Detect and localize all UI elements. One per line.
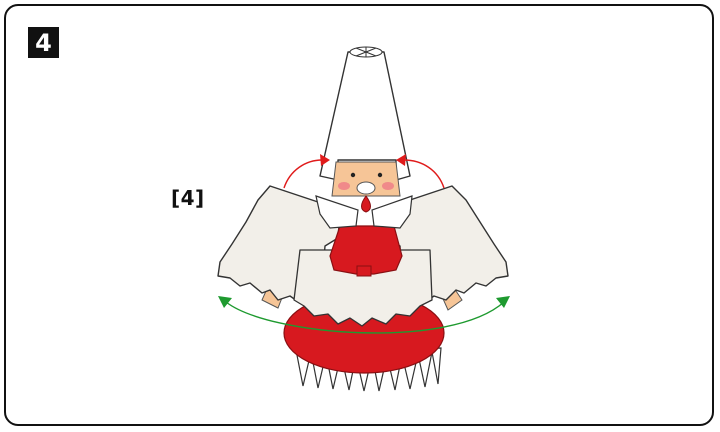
fold-arrow-right-icon [396, 154, 445, 189]
nose [356, 181, 376, 195]
fold-arrow-left-icon [283, 154, 330, 189]
collar-right [371, 195, 413, 229]
left-eye [350, 172, 356, 178]
beak-drop [361, 195, 371, 213]
step-number-badge: 4 [28, 27, 59, 58]
collar-left [315, 195, 359, 229]
right-eye [377, 172, 383, 178]
swing-arrow-icon [218, 296, 510, 334]
red-bell-tab [356, 265, 372, 277]
left-cheek [338, 182, 350, 190]
bib-front [293, 249, 433, 327]
tall-hat [319, 51, 411, 181]
hat-top-star-icon [349, 46, 383, 58]
red-bell [329, 225, 403, 275]
right-cheek [382, 182, 394, 190]
substep-label: [4] [171, 186, 205, 210]
